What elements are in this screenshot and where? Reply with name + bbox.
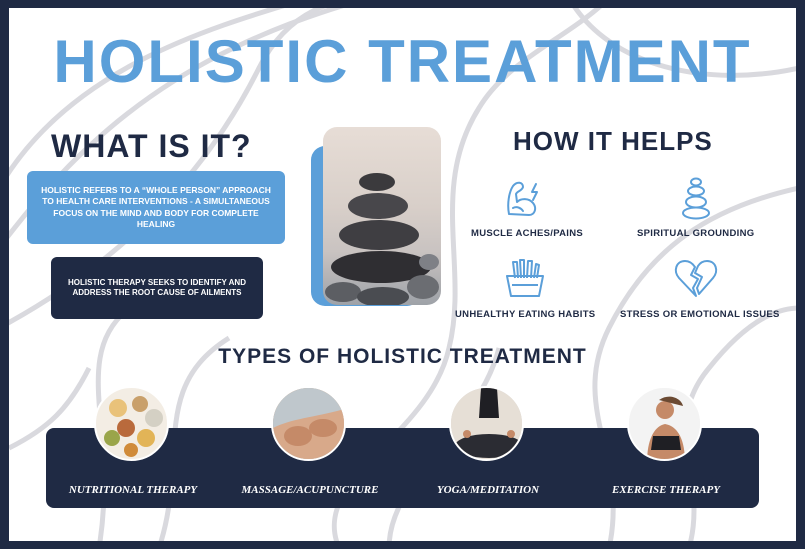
help-label-spiritual: SPIRITUAL GROUNDING (637, 228, 755, 239)
page-title: HOLISTIC TREATMENT (53, 28, 752, 95)
definition-box: HOLISTIC REFERS TO A “WHOLE PERSON” APPR… (27, 171, 285, 244)
type-label-massage: MASSAGE/ACUPUNCTURE (241, 484, 379, 496)
how-it-helps-heading: HOW IT HELPS (513, 126, 713, 156)
yoga-photo (449, 386, 524, 461)
help-label-eating: UNHEALTHY EATING HABITS (455, 309, 596, 320)
types-heading: TYPES OF HOLISTIC TREATMENT (218, 345, 587, 368)
broken-heart-icon (674, 260, 718, 297)
infographic-frame: HOLISTIC TREATMENT WHAT IS IT? HOLISTIC … (9, 8, 796, 541)
root-cause-box: HOLISTIC THERAPY SEEKS TO IDENTIFY AND A… (51, 257, 263, 319)
type-label-nutrition: NUTRITIONAL THERAPY (68, 484, 198, 496)
what-is-it-heading: WHAT IS IT? (51, 128, 252, 164)
type-label-exercise: EXERCISE THERAPY (612, 484, 720, 496)
help-label-stress: STRESS OR EMOTIONAL ISSUES (620, 309, 780, 320)
massage-photo (271, 386, 346, 461)
nutrition-photo (94, 386, 169, 461)
fries-icon (506, 259, 544, 297)
exercise-photo (627, 386, 702, 461)
stacked-stones-photo (323, 127, 441, 305)
help-label-muscle: MUSCLE ACHES/PAINS (471, 228, 584, 239)
stacked-stones-icon (682, 177, 710, 220)
type-label-yoga: YOGA/MEDITATION (436, 484, 540, 496)
flexed-arm-icon (507, 181, 538, 216)
